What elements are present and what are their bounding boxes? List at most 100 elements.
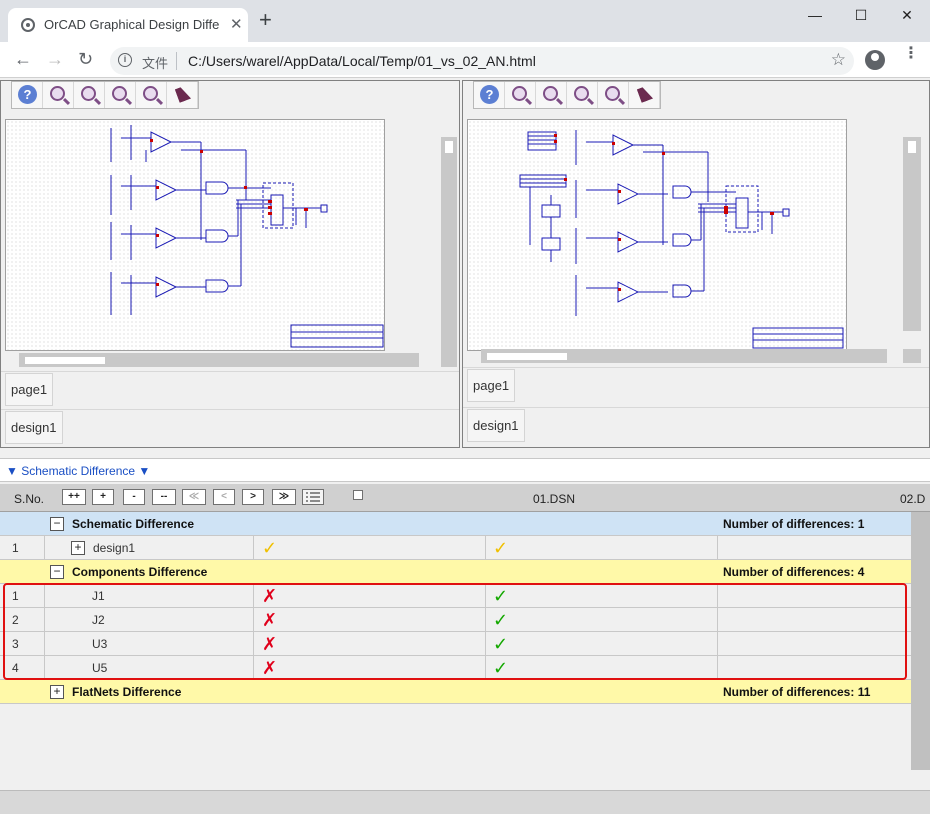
first-diff-button[interactable]: ≪ — [182, 489, 206, 505]
zoom-out-icon[interactable] — [536, 82, 567, 108]
collapse-all-button[interactable]: -- — [152, 489, 176, 505]
schematic-difference-bar: ▼ Schematic Difference ▼ — [0, 458, 930, 482]
browser-tab[interactable]: OrCAD Graphical Design Differ ✕ — [8, 8, 248, 42]
status-bar — [0, 790, 930, 814]
minimize-button[interactable]: — — [808, 7, 822, 23]
right-schematic-canvas[interactable] — [467, 119, 847, 351]
column-divider — [717, 584, 718, 608]
highlight-box — [3, 583, 907, 680]
new-tab-button[interactable]: + — [259, 7, 272, 32]
next-diff-button[interactable]: > — [242, 489, 264, 505]
prev-diff-button[interactable]: < — [213, 489, 235, 505]
left-tab-design1[interactable]: design1 — [5, 411, 63, 444]
close-tab-icon[interactable]: ✕ — [230, 16, 243, 33]
check-icon: ✓ — [262, 538, 278, 558]
back-button[interactable]: ← — [14, 49, 32, 69]
help-icon[interactable]: ? — [474, 82, 505, 108]
group-expander-button[interactable]: + — [50, 685, 64, 699]
right-pane-divider — [463, 367, 929, 368]
close-window-button[interactable]: ✕ — [901, 7, 913, 23]
collapse-button[interactable]: - — [123, 489, 145, 505]
column-divider — [44, 656, 45, 680]
cross-icon: ✗ — [262, 658, 278, 678]
diff-group-row[interactable]: −Components Difference Number of differen… — [0, 560, 912, 584]
schematic-difference-toggle[interactable]: ▼ Schematic Difference ▼ — [6, 464, 151, 478]
left-vertical-scrollbar[interactable] — [441, 137, 457, 357]
check-icon: ✓ — [493, 538, 509, 558]
select-arrow-icon[interactable] — [629, 82, 660, 108]
info-icon[interactable]: i — [118, 53, 132, 67]
help-icon[interactable]: ? — [12, 82, 43, 108]
opamp-group-1 — [110, 125, 201, 162]
row-number: 1 — [12, 541, 19, 555]
diff-table-scrollbar[interactable] — [911, 512, 930, 770]
address-bar: ← → ↻ i 文件 C:/Users/warel/AppData/Local/… — [0, 42, 930, 78]
group-label: Components Difference — [72, 565, 208, 579]
item-label: J2 — [92, 613, 105, 627]
zoom-area-icon[interactable] — [598, 82, 629, 108]
zoom-in-icon[interactable] — [505, 82, 536, 108]
diff-table-header: S.No. ++ + - -- ≪ < > ≫ 01.DSN 02.D — [0, 484, 930, 512]
diff-item-row[interactable]: 1+design1✓✓ — [0, 536, 912, 560]
last-diff-button[interactable]: ≫ — [272, 489, 296, 505]
column-02-dsn: 02.D — [900, 492, 926, 506]
expand-all-button[interactable]: ++ — [62, 489, 86, 505]
left-vertical-scroll-thumb[interactable] — [445, 141, 453, 153]
account-icon[interactable] — [865, 50, 885, 70]
right-horizontal-scrollbar[interactable] — [481, 349, 887, 363]
zoom-in-icon[interactable] — [43, 82, 74, 108]
difference-count: Number of differences: 4 — [723, 565, 865, 579]
zoom-fit-icon[interactable] — [105, 82, 136, 108]
select-all-checkbox[interactable] — [353, 490, 363, 500]
check-icon: ✓ — [493, 586, 509, 606]
maximize-button[interactable]: ☐ — [854, 7, 868, 23]
column-divider — [253, 656, 254, 680]
left-tab-page1[interactable]: page1 — [5, 373, 54, 406]
url-text[interactable]: C:/Users/warel/AppData/Local/Temp/01_vs_… — [188, 53, 536, 69]
group-label: FlatNets Difference — [72, 685, 182, 699]
zoom-fit-icon[interactable] — [567, 82, 598, 108]
tab-title: OrCAD Graphical Design Differ — [44, 17, 220, 32]
group-expander-button[interactable]: − — [50, 517, 64, 531]
right-scroll-corner — [903, 349, 921, 363]
item-expander-button[interactable]: + — [71, 541, 85, 555]
row-number: 1 — [12, 589, 19, 603]
zoom-area-icon[interactable] — [136, 82, 167, 108]
reload-button[interactable]: ↻ — [78, 49, 94, 69]
forward-button[interactable]: → — [46, 49, 64, 69]
check-icon: ✓ — [493, 658, 509, 678]
right-horizontal-scroll-thumb[interactable] — [487, 353, 567, 360]
cross-icon: ✗ — [262, 610, 278, 630]
column-divider — [717, 608, 718, 632]
column-divider — [717, 656, 718, 680]
address-label: 文件 — [142, 56, 169, 71]
right-tab-design1[interactable]: design1 — [467, 409, 525, 442]
column-01-dsn: 01.DSN — [533, 492, 576, 506]
group-expander-button[interactable]: − — [50, 565, 64, 579]
select-arrow-icon[interactable] — [167, 82, 198, 108]
left-horizontal-scrollbar[interactable] — [19, 353, 419, 367]
bookmark-star-icon[interactable]: ☆ — [830, 50, 846, 69]
left-pane-divider-2 — [1, 409, 459, 410]
column-divider — [485, 632, 486, 656]
globe-icon — [21, 18, 35, 32]
left-schematic-canvas[interactable] — [5, 119, 385, 351]
right-vertical-scrollbar[interactable] — [903, 137, 921, 331]
column-divider — [44, 536, 45, 560]
left-horizontal-scroll-thumb[interactable] — [25, 357, 105, 364]
column-divider — [253, 536, 254, 560]
browser-menu-icon[interactable]: ⋮ — [903, 45, 919, 62]
check-icon: ✓ — [493, 610, 509, 630]
right-vertical-scroll-thumb[interactable] — [908, 141, 916, 153]
expand-button[interactable]: + — [92, 489, 114, 505]
right-tab-page1[interactable]: page1 — [467, 369, 516, 402]
filter-list-icon[interactable] — [302, 489, 324, 505]
column-divider — [485, 656, 486, 680]
zoom-out-icon[interactable] — [74, 82, 105, 108]
url-input[interactable]: i 文件 C:/Users/warel/AppData/Local/Temp/0… — [110, 47, 854, 75]
